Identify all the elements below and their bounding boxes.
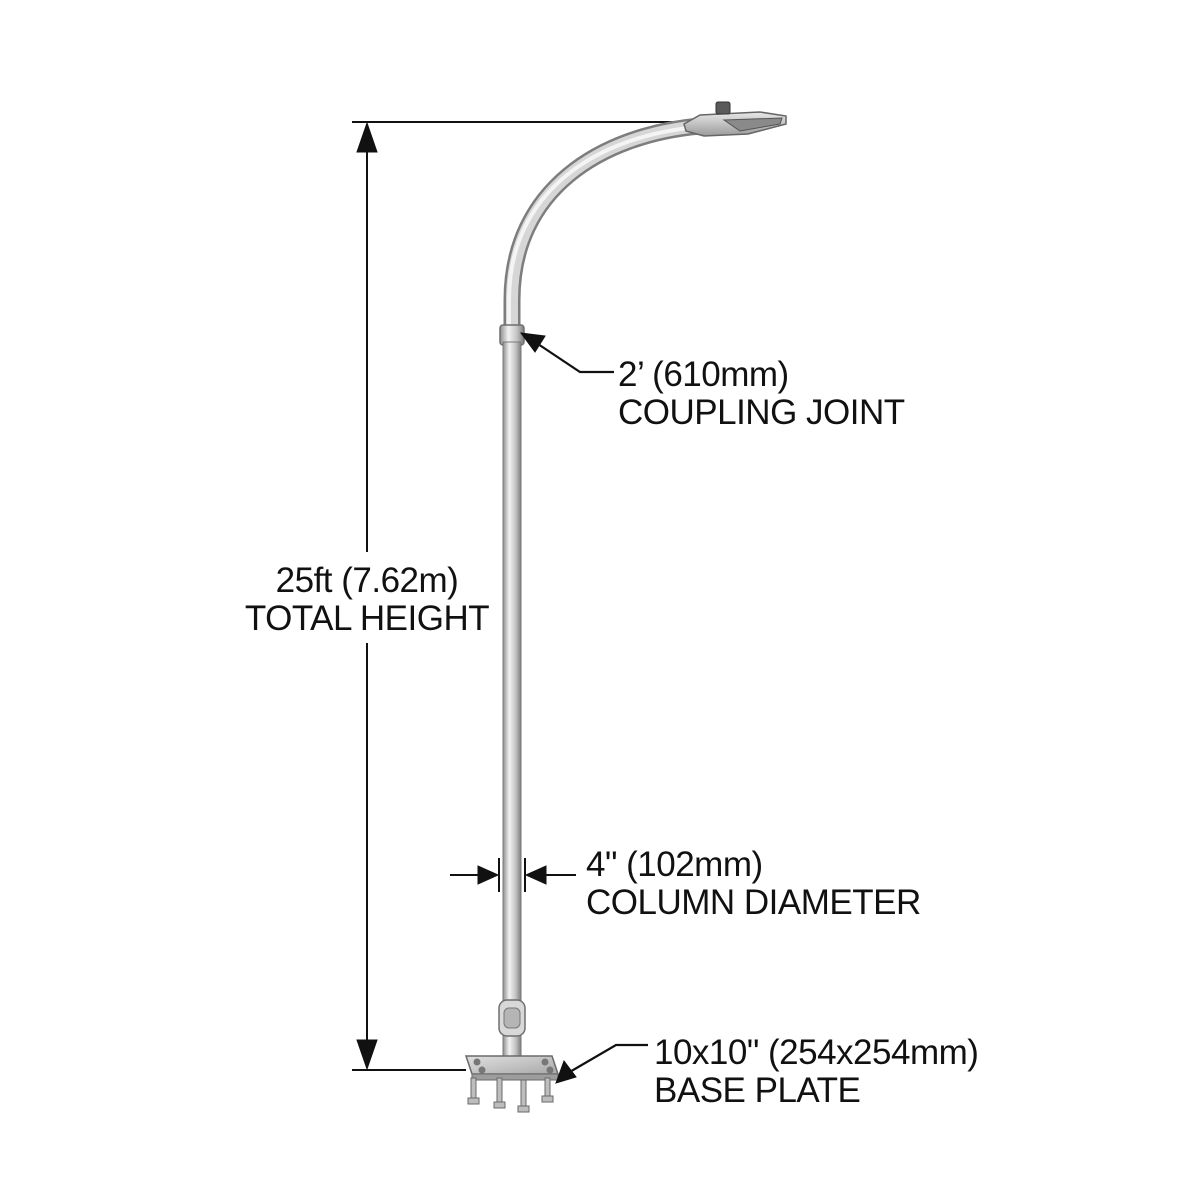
arrowhead-base-icon	[555, 1059, 577, 1084]
pole-column	[502, 341, 522, 1065]
coupling-leader	[519, 332, 614, 374]
total-height-dimension	[352, 121, 690, 1071]
base-leader	[555, 1043, 648, 1084]
diameter-value: 4" (102mm)	[586, 845, 763, 884]
diameter-label: 4" (102mm) COLUMN DIAMETER	[586, 846, 921, 922]
coupling-name: COUPLING JOINT	[618, 393, 905, 432]
total-height-label: 25ft (7.62m) TOTAL HEIGHT	[242, 562, 492, 638]
arrowhead-coupling-icon	[519, 332, 546, 353]
arrowhead-diameter-left-icon	[477, 865, 500, 885]
base-plate-name: BASE PLATE	[654, 1071, 861, 1110]
diameter-name: COLUMN DIAMETER	[586, 883, 921, 922]
total-height-name: TOTAL HEIGHT	[244, 599, 490, 638]
arrowhead-diameter-right-icon	[524, 865, 547, 885]
pole-arm	[503, 117, 709, 344]
base-plate-label: 10x10" (254x254mm) BASE PLATE	[654, 1033, 979, 1110]
total-height-value: 25ft (7.62m)	[275, 561, 459, 600]
photocell-icon	[715, 101, 731, 115]
luminaire-head	[683, 101, 787, 137]
arrowhead-up-icon	[356, 121, 378, 153]
base-plate-value: 10x10" (254x254mm)	[654, 1033, 979, 1072]
coupling-value: 2’ (610mm)	[618, 355, 789, 394]
anchor-bolts	[467, 1077, 554, 1113]
diameter-dimension	[450, 858, 576, 892]
base-plate	[464, 1055, 560, 1081]
coupling-label: 2’ (610mm) COUPLING JOINT	[618, 356, 905, 432]
handhole-door	[498, 999, 526, 1037]
arrowhead-down-icon	[356, 1039, 378, 1071]
